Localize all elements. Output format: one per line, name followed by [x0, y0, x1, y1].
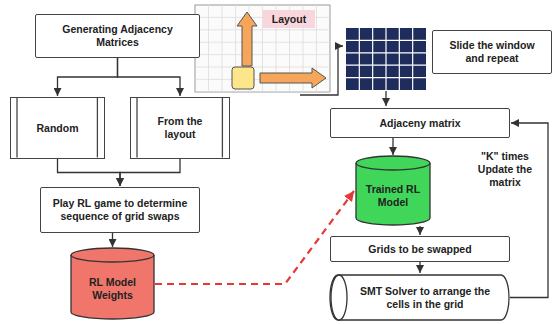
connector-arrow — [392, 138, 393, 155]
storage-cylinder: SMT Solver to arrange the cells in the g… — [330, 274, 510, 321]
connector-arrow — [120, 159, 180, 186]
database-cylinder: Trained RL Model — [355, 156, 431, 226]
process-box: Grids to be swapped — [330, 236, 510, 262]
process-box: Slide the window and repeat — [432, 30, 552, 74]
database-cylinder: RL Model Weights — [70, 248, 155, 320]
predefined-process-box: From the layout — [130, 97, 230, 159]
node-text: RL Model Weights — [75, 276, 150, 301]
window-to-matrix-arrow — [385, 91, 386, 106]
layout-grid — [195, 5, 330, 92]
window-grid-icon — [346, 28, 426, 90]
node-text: Trained RL Model — [360, 183, 426, 208]
process-box: Adjaceny matrix — [330, 108, 510, 138]
node-text: SMT Solver to arrange the cells in the g… — [352, 285, 498, 310]
process-box: Generating Adjacency Matrices — [35, 14, 200, 58]
edge-label: "K" times Update the matrix — [470, 150, 540, 189]
process-box: Play RL game to determine sequence of gr… — [40, 187, 200, 233]
orange-up-arrow — [237, 12, 257, 66]
connector-arrow — [419, 226, 420, 235]
yellow-cell — [232, 67, 254, 89]
connector-arrow — [419, 262, 420, 273]
node-text: Generating Adjacency Matrices — [42, 23, 193, 48]
node-text: Play RL game to determine sequence of gr… — [47, 197, 193, 222]
node-text: Adjaceny matrix — [379, 117, 460, 130]
connector-arrow — [58, 58, 118, 96]
connector-arrow — [58, 159, 121, 186]
orange-right-arrow — [260, 68, 326, 88]
predefined-process-box: Random — [10, 97, 105, 159]
node-text: From the layout — [143, 115, 217, 140]
node-text: Layout — [272, 13, 306, 26]
connector-arrow — [112, 233, 113, 247]
layout-tag: Layout — [263, 10, 315, 28]
connector-arrow — [118, 58, 181, 96]
node-text: Slide the window and repeat — [439, 39, 545, 64]
node-text: Random — [37, 122, 79, 135]
layout-to-window-arrow — [300, 46, 343, 95]
node-text: Grids to be swapped — [368, 243, 471, 256]
